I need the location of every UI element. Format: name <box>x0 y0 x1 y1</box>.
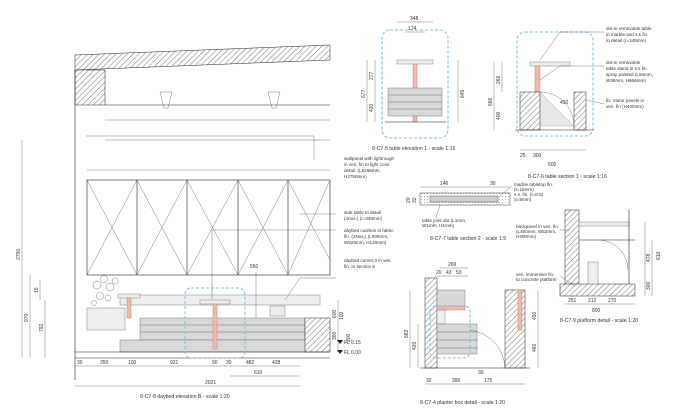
dim-t1-420: 420 <box>369 103 375 112</box>
daybed-elevation: 550 FL 0.15 FL 0.00 2750 970 15 792 600 … <box>16 44 395 400</box>
note-table-joint: table joint dot (L1mm, W1mm, H1mm) <box>422 218 467 228</box>
table-elevation-1: 348 174 277 677 420 645 8-C7-5 table ele… <box>361 16 466 152</box>
dim-p9-800: 800 <box>592 308 601 314</box>
note-table-stand: dot-in removable table stand in s.s fin.… <box>606 60 654 83</box>
dim-t3-32: 32 <box>412 197 418 203</box>
dim-elev-h-4: 921 <box>170 360 179 366</box>
table-section-1: 25 300 500 266 666 400 450 dot-in remova… <box>488 26 654 180</box>
dim-elev-h-6: 30 <box>226 360 232 366</box>
daybed-corner <box>304 317 331 353</box>
caption-daybed-elevation: 8-C7-8 daybed elevation B - scale 1:20 <box>140 394 230 400</box>
dim-p4-175: 175 <box>484 378 493 384</box>
dim-elev-h2: 610 <box>254 370 263 376</box>
note-wallpanel: wallpanel with lightrough in ven. fin to… <box>344 156 395 179</box>
caption-platform-detail: 8-C7-9 platform detail - scale 1:20 <box>560 318 638 324</box>
dim-elev-r-1: 600 <box>332 309 338 318</box>
dim-elev-h-3: 100 <box>128 360 137 366</box>
dim-elev-v-1: 2750 <box>16 249 22 260</box>
dim-t3-20: 20 <box>406 197 412 203</box>
dim-elev-h-2: 350 <box>100 360 109 366</box>
dim-t2-angle: 450 <box>560 100 569 106</box>
caption-table-elevation-1: 8-C7-5 table elevation 1 - scale 1:16 <box>372 146 455 152</box>
note-removable-table: dot-in removable table in marble and s.s… <box>606 26 653 43</box>
dim-t1-348: 348 <box>410 16 419 22</box>
dim-elev-h-5: 90 <box>212 360 218 366</box>
dim-elev-h-8: 428 <box>272 360 281 366</box>
dim-t1-645: 645 <box>460 89 466 98</box>
dim-elev-r-3: 100 <box>339 311 345 320</box>
wall-panels <box>86 179 331 276</box>
dim-p4-420: 420 <box>412 341 418 350</box>
dim-t2-266: 266 <box>496 75 502 84</box>
note-immersive-fin: ven. immersive fin. to concrete platform <box>516 272 557 282</box>
planter-box <box>86 307 126 331</box>
dim-elev-v-4: 792 <box>39 323 45 332</box>
dim-t2-666: 666 <box>488 97 494 106</box>
dim-elev-v-3: 15 <box>34 287 40 293</box>
pendant-light-2 <box>267 91 281 109</box>
note-side-table: side table to detail (4nos.) (r=348mm) <box>344 210 383 221</box>
dim-p4-20: 20 <box>436 270 442 276</box>
note-stone-panels: fix. stone panels in ven. fin (H400mm) <box>606 98 645 109</box>
dim-550: 550 <box>250 264 259 270</box>
level-fl-000: FL 0.00 <box>344 350 361 356</box>
dim-t3-146: 146 <box>440 181 449 187</box>
dim-t1-277: 277 <box>369 71 375 80</box>
dim-p4-269: 269 <box>448 262 457 268</box>
dim-elev-r-4: 200 <box>346 333 352 342</box>
dim-elev-r-2: 300 <box>332 331 338 340</box>
dim-t2-400: 400 <box>496 111 502 120</box>
level-fl-015: FL 0.15 <box>344 340 361 346</box>
ceiling-slab <box>74 44 331 71</box>
side-table-center <box>199 299 231 305</box>
dim-p4-395: 395 <box>452 378 461 384</box>
dim-p4-43: 43 <box>446 270 452 276</box>
dim-p9-478: 478 <box>646 253 652 262</box>
dim-p9-300: 300 <box>646 281 652 290</box>
dim-p4-460: 460 <box>532 343 538 352</box>
dim-elev-v-2: 970 <box>24 313 30 322</box>
caption-table-section-2: 8-C7-7 table section 2 - scale 1:5 <box>430 236 506 242</box>
dim-t1-174: 174 <box>408 26 417 32</box>
dim-t2-500: 500 <box>548 162 557 168</box>
planter-plant <box>91 275 119 306</box>
dim-elev-total: 2021 <box>205 380 216 386</box>
dim-p9-270: 270 <box>608 298 617 304</box>
pendant-light-1 <box>159 91 173 109</box>
platform-detail: 610 478 300 251 212 270 800 backpanel in… <box>516 209 662 324</box>
dim-p4-53: 53 <box>456 270 462 276</box>
dim-p4-882: 882 <box>404 329 410 338</box>
note-backpanel: backpanel in ven. fin. (L400mm, W52mm, H… <box>516 224 560 239</box>
note-daybed-cushion: daybed cushion in fabric fin. (2Nos.) (L… <box>344 228 395 245</box>
caption-table-section-1: 8-C7-6 table section 1 - scale 1:16 <box>528 174 607 180</box>
dim-elev-h-1: 30 <box>77 360 83 366</box>
ceiling-bulkhead <box>74 69 106 106</box>
dim-p4-450: 450 <box>532 311 538 320</box>
note-daybed-corner: daybed corner,3 in ven. fin. to section … <box>344 258 393 269</box>
dim-p9-212: 212 <box>588 298 597 304</box>
side-table-left <box>117 293 141 299</box>
dim-elev-h-7: 482 <box>246 360 255 366</box>
dim-p9-251: 251 <box>568 298 577 304</box>
dim-t1-677: 677 <box>361 89 367 98</box>
dim-p4-32: 32 <box>426 378 432 384</box>
dim-t2-25: 25 <box>520 153 526 159</box>
dim-t3-30: 30 <box>490 181 496 187</box>
table-section-2: 146 30 20 32 marble tabletop fin. (t=15m… <box>406 181 554 242</box>
dim-p9-610: 610 <box>656 251 662 260</box>
note-marble-top: marble tabletop fin. (t=15mm) s.s. fin. … <box>514 182 554 202</box>
dim-p4-30: 30 <box>478 370 484 376</box>
dim-t2-300: 300 <box>533 153 542 159</box>
caption-planter-box: 8-C7-4 planter box detail - scale 1:20 <box>420 400 505 406</box>
daybed-cushion <box>139 317 306 341</box>
detail-callout-elev <box>184 287 246 359</box>
planter-box-detail: 269 20 43 53 882 420 450 460 32 395 175 … <box>404 262 539 406</box>
